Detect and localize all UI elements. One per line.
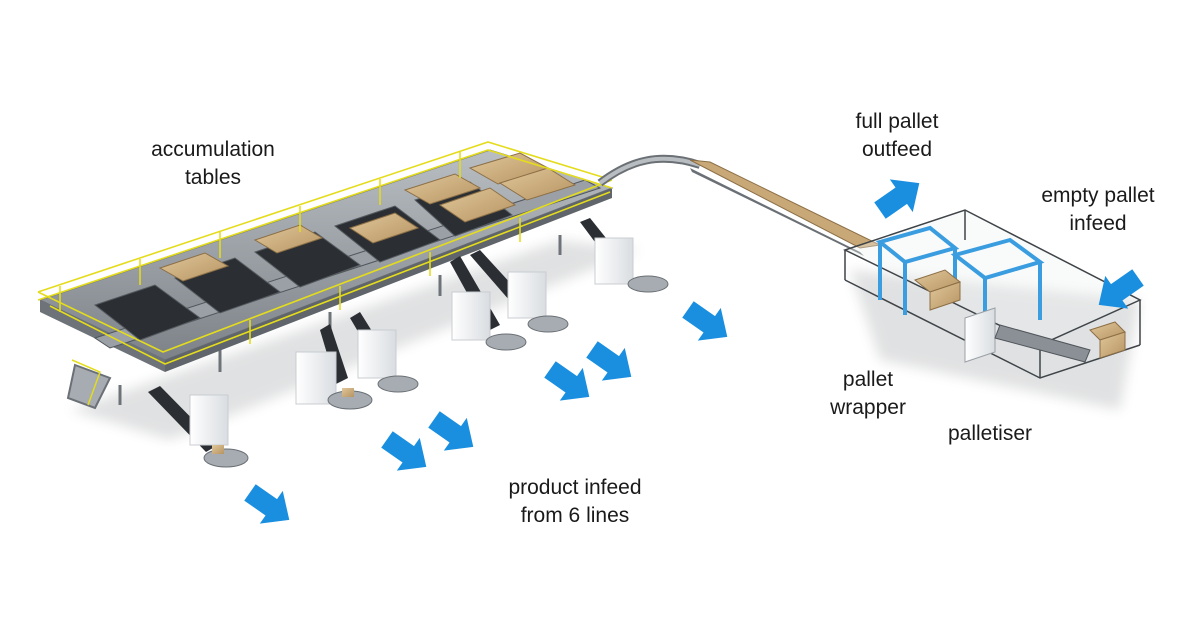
arrow-infeed-1-icon — [244, 484, 290, 524]
wrapper-tower — [964, 307, 996, 363]
arrow-infeed-6-icon — [682, 301, 728, 341]
label-accumulation-line-1: accumulation — [151, 138, 275, 161]
arrow-infeed-2-icon — [381, 431, 427, 471]
pallet-feed-conveyor — [597, 154, 882, 256]
label-wrapper-line-2: wrapper — [830, 396, 906, 419]
label-empty-pallet-line-1: empty pallet — [1041, 184, 1155, 207]
accumulation-platform — [37, 141, 614, 410]
product-infeed-lines — [148, 218, 669, 468]
label-accumulation-tables: accumulation tables — [138, 136, 288, 192]
infeed-line-1 — [148, 386, 249, 468]
infeed-line-6 — [580, 218, 669, 293]
label-outfeed-line-2: outfeed — [861, 138, 933, 161]
access-stairs — [66, 359, 112, 410]
arrow-outfeed-icon — [874, 179, 920, 219]
arrow-infeed-3-icon — [428, 411, 474, 451]
platform-railing — [37, 141, 613, 365]
label-empty-pallet-infeed: empty pallet infeed — [1028, 182, 1168, 238]
label-wrapper-line-1: pallet — [842, 368, 894, 391]
label-palletiser-text: palletiser — [947, 422, 1033, 445]
label-product-infeed-line-1: product infeed — [508, 476, 642, 499]
infeed-line-2 — [295, 324, 373, 410]
infeed-line-3 — [350, 312, 419, 393]
arrow-empty-pallet-icon — [1098, 269, 1144, 309]
arrow-infeed-5-icon — [586, 341, 632, 381]
label-palletiser: palletiser — [930, 420, 1050, 448]
label-pallet-wrapper: pallet wrapper — [818, 366, 918, 422]
label-full-pallet-outfeed: full pallet outfeed — [832, 108, 962, 164]
label-product-infeed: product infeed from 6 lines — [490, 474, 660, 530]
label-outfeed-line-1: full pallet — [855, 110, 939, 133]
infeed-line-4 — [450, 256, 527, 351]
label-product-infeed-line-2: from 6 lines — [520, 504, 630, 527]
arrow-infeed-4-icon — [544, 361, 590, 401]
flow-arrows — [244, 179, 1144, 524]
palletiser-cell — [843, 209, 1142, 379]
box-stacks — [158, 152, 577, 282]
label-empty-pallet-line-2: infeed — [1069, 212, 1127, 235]
infeed-line-5 — [470, 250, 569, 333]
label-accumulation-line-2: tables — [184, 166, 242, 189]
